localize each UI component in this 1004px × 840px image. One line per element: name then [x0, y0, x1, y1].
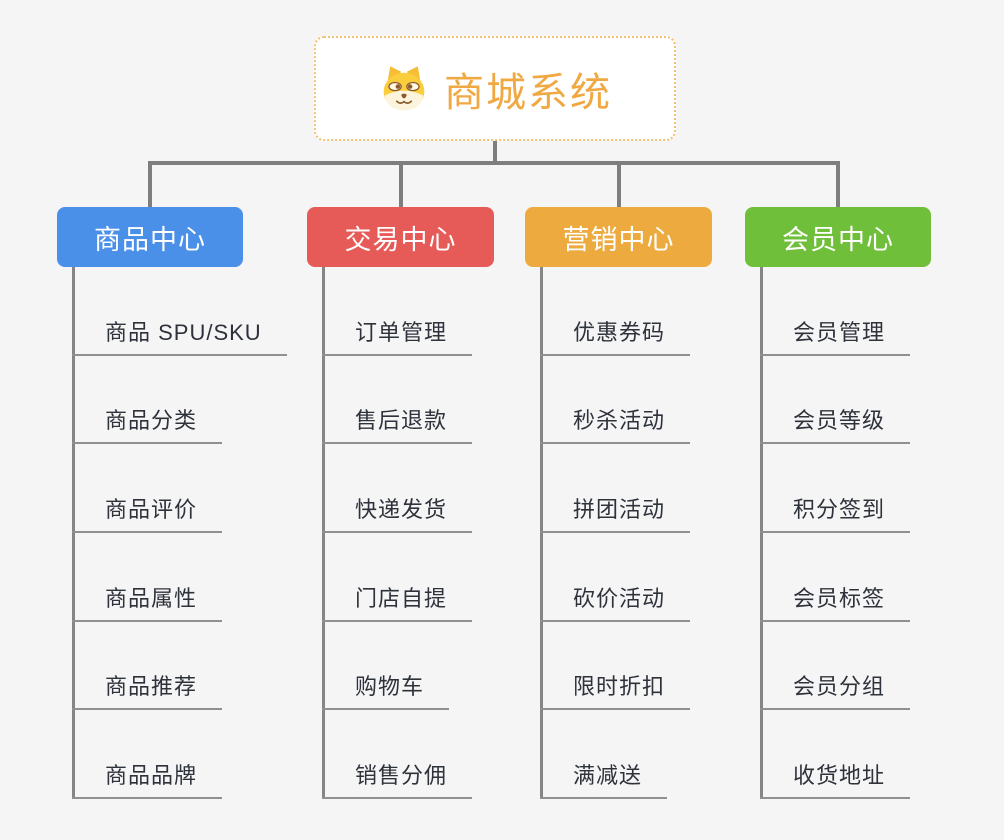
root-title: 商城系统 — [444, 70, 612, 115]
branch-item[interactable]: 商品属性 — [72, 581, 223, 622]
branch-item[interactable]: 收货地址 — [760, 758, 911, 800]
branch-item-list: 商品 SPU/SKU 商品分类商品评价商品属性商品推荐商品品牌 — [72, 267, 287, 800]
branch-item-slot: 商品评价 — [72, 444, 287, 534]
branch-member-center: 会员中心 会员管理会员等级积分签到会员标签会员分组收货地址 — [745, 207, 931, 807]
branch-item-list: 订单管理售后退款快递发货门店自提购物车销售分佣 — [322, 267, 473, 800]
branch-item[interactable]: 秒杀活动 — [540, 403, 691, 445]
branch-item-slot: 门店自提 — [322, 533, 473, 622]
branch-header-product-center[interactable]: 商品中心 — [57, 207, 243, 267]
branch-item-slot: 商品属性 — [72, 533, 287, 622]
branch-item[interactable]: 售后退款 — [322, 403, 473, 445]
branch-item-slot: 会员标签 — [760, 533, 911, 622]
branch-item[interactable]: 砍价活动 — [540, 581, 691, 622]
branch-item[interactable]: 优惠券码 — [540, 315, 691, 356]
branch-item[interactable]: 满减送 — [540, 758, 668, 800]
branch-item[interactable]: 购物车 — [322, 669, 450, 711]
branch-header-marketing-center[interactable]: 营销中心 — [525, 207, 712, 267]
branch-item[interactable]: 积分签到 — [760, 492, 911, 534]
branch-marketing-center: 营销中心 优惠券码秒杀活动拼团活动砍价活动限时折扣满减送 — [525, 207, 712, 807]
branch-drop-connector — [148, 161, 152, 207]
branch-item[interactable]: 快递发货 — [322, 492, 473, 534]
branch-item-slot: 商品推荐 — [72, 622, 287, 711]
branch-item-slot: 商品品牌 — [72, 710, 287, 800]
branch-item-slot: 满减送 — [540, 710, 690, 800]
branch-item-list: 优惠券码秒杀活动拼团活动砍价活动限时折扣满减送 — [540, 267, 691, 800]
branch-item-slot: 秒杀活动 — [540, 356, 691, 445]
branch-item[interactable]: 商品 SPU/SKU — [72, 315, 287, 356]
branch-item-slot: 拼团活动 — [540, 444, 691, 534]
branch-rail-connector — [148, 161, 840, 165]
branch-item-slot: 会员等级 — [760, 356, 911, 445]
branch-item[interactable]: 门店自提 — [322, 581, 473, 622]
branch-item-slot: 砍价活动 — [540, 533, 691, 622]
branch-item-slot: 优惠券码 — [540, 267, 691, 356]
branch-drop-connector — [398, 161, 403, 207]
dog-face-icon — [383, 65, 425, 110]
root-stem-connector — [493, 141, 497, 165]
branch-item-slot: 订单管理 — [322, 267, 473, 356]
branch-item[interactable]: 销售分佣 — [322, 758, 473, 800]
branch-item[interactable]: 商品分类 — [72, 403, 223, 445]
branch-item-slot: 购物车 — [322, 622, 472, 711]
root-node[interactable]: 商城系统 — [314, 36, 676, 141]
branch-item[interactable]: 限时折扣 — [540, 669, 691, 711]
branch-item-slot: 快递发货 — [322, 444, 473, 534]
branch-item-slot: 收货地址 — [760, 710, 911, 800]
branch-item-slot: 积分签到 — [760, 444, 911, 534]
branch-item-slot: 销售分佣 — [322, 710, 473, 800]
branch-item-slot: 限时折扣 — [540, 622, 691, 711]
branch-item[interactable]: 商品评价 — [72, 492, 223, 534]
branch-drop-connector — [836, 161, 840, 207]
branch-item-slot: 商品分类 — [72, 356, 287, 445]
branch-item-list: 会员管理会员等级积分签到会员标签会员分组收货地址 — [760, 267, 911, 800]
branch-drop-connector — [616, 161, 621, 207]
branch-header-trade-center[interactable]: 交易中心 — [307, 207, 494, 267]
branch-item[interactable]: 会员等级 — [760, 403, 911, 445]
branch-item[interactable]: 订单管理 — [322, 315, 473, 356]
branch-product-center: 商品中心 商品 SPU/SKU 商品分类商品评价商品属性商品推荐商品品牌 — [57, 207, 287, 807]
branch-item[interactable]: 会员标签 — [760, 581, 911, 622]
branch-item-slot: 商品 SPU/SKU — [72, 267, 287, 356]
branch-item[interactable]: 会员管理 — [760, 315, 911, 356]
branch-header-member-center[interactable]: 会员中心 — [745, 207, 931, 267]
branch-item[interactable]: 商品品牌 — [72, 758, 223, 800]
branch-item-slot: 会员分组 — [760, 622, 911, 711]
branch-item[interactable]: 会员分组 — [760, 669, 911, 711]
branch-item[interactable]: 拼团活动 — [540, 492, 691, 534]
branch-item-slot: 会员管理 — [760, 267, 911, 356]
branch-item-slot: 售后退款 — [322, 356, 473, 445]
branch-trade-center: 交易中心 订单管理售后退款快递发货门店自提购物车销售分佣 — [307, 207, 494, 807]
branch-item[interactable]: 商品推荐 — [72, 669, 223, 711]
